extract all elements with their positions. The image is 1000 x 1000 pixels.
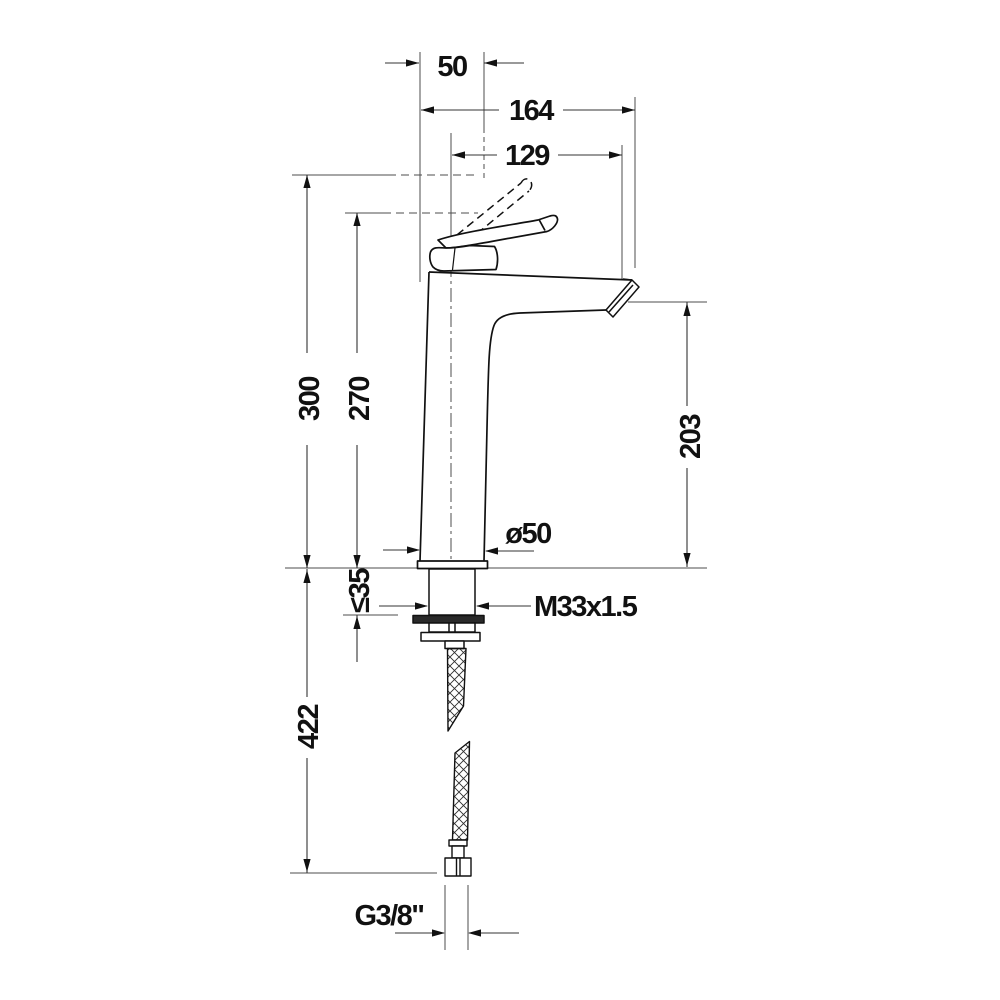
dimension-arrowheads: [303, 59, 691, 937]
lever-handle: [437, 214, 559, 249]
mounting-shank: [412, 568, 485, 650]
dim-height-handle-raised: 300: [294, 377, 326, 421]
dimension-lines: [306, 62, 688, 934]
spout-body: [416, 271, 633, 570]
dim-spout-reach: 129: [505, 140, 550, 172]
handle-cap: [428, 244, 499, 272]
dimension-labels: 50 164 129 300 270 203 ø50 ≤35 M33x1.5 4…: [293, 51, 707, 932]
dim-handle-depth: 50: [437, 51, 467, 83]
dim-max-deck-thickness: ≤35: [344, 568, 376, 613]
supply-hose: [444, 647, 472, 877]
hose-hex-nut: [444, 857, 472, 877]
dim-total-projection: 164: [509, 95, 554, 127]
dim-mounting-thread: M33x1.5: [534, 591, 638, 623]
faucet-outline: [412, 178, 640, 877]
dim-spout-outlet-height: 203: [675, 414, 707, 459]
hose-upper-segment: [446, 647, 467, 732]
dim-base-diameter: ø50: [505, 518, 551, 550]
aerator: [605, 278, 640, 318]
dim-height-lever: 270: [344, 377, 376, 421]
dim-hose-length: 422: [293, 705, 325, 749]
extension-lines: [285, 52, 707, 950]
hose-lower-segment: [451, 740, 471, 841]
dim-connection-thread: G3/8": [354, 900, 423, 932]
